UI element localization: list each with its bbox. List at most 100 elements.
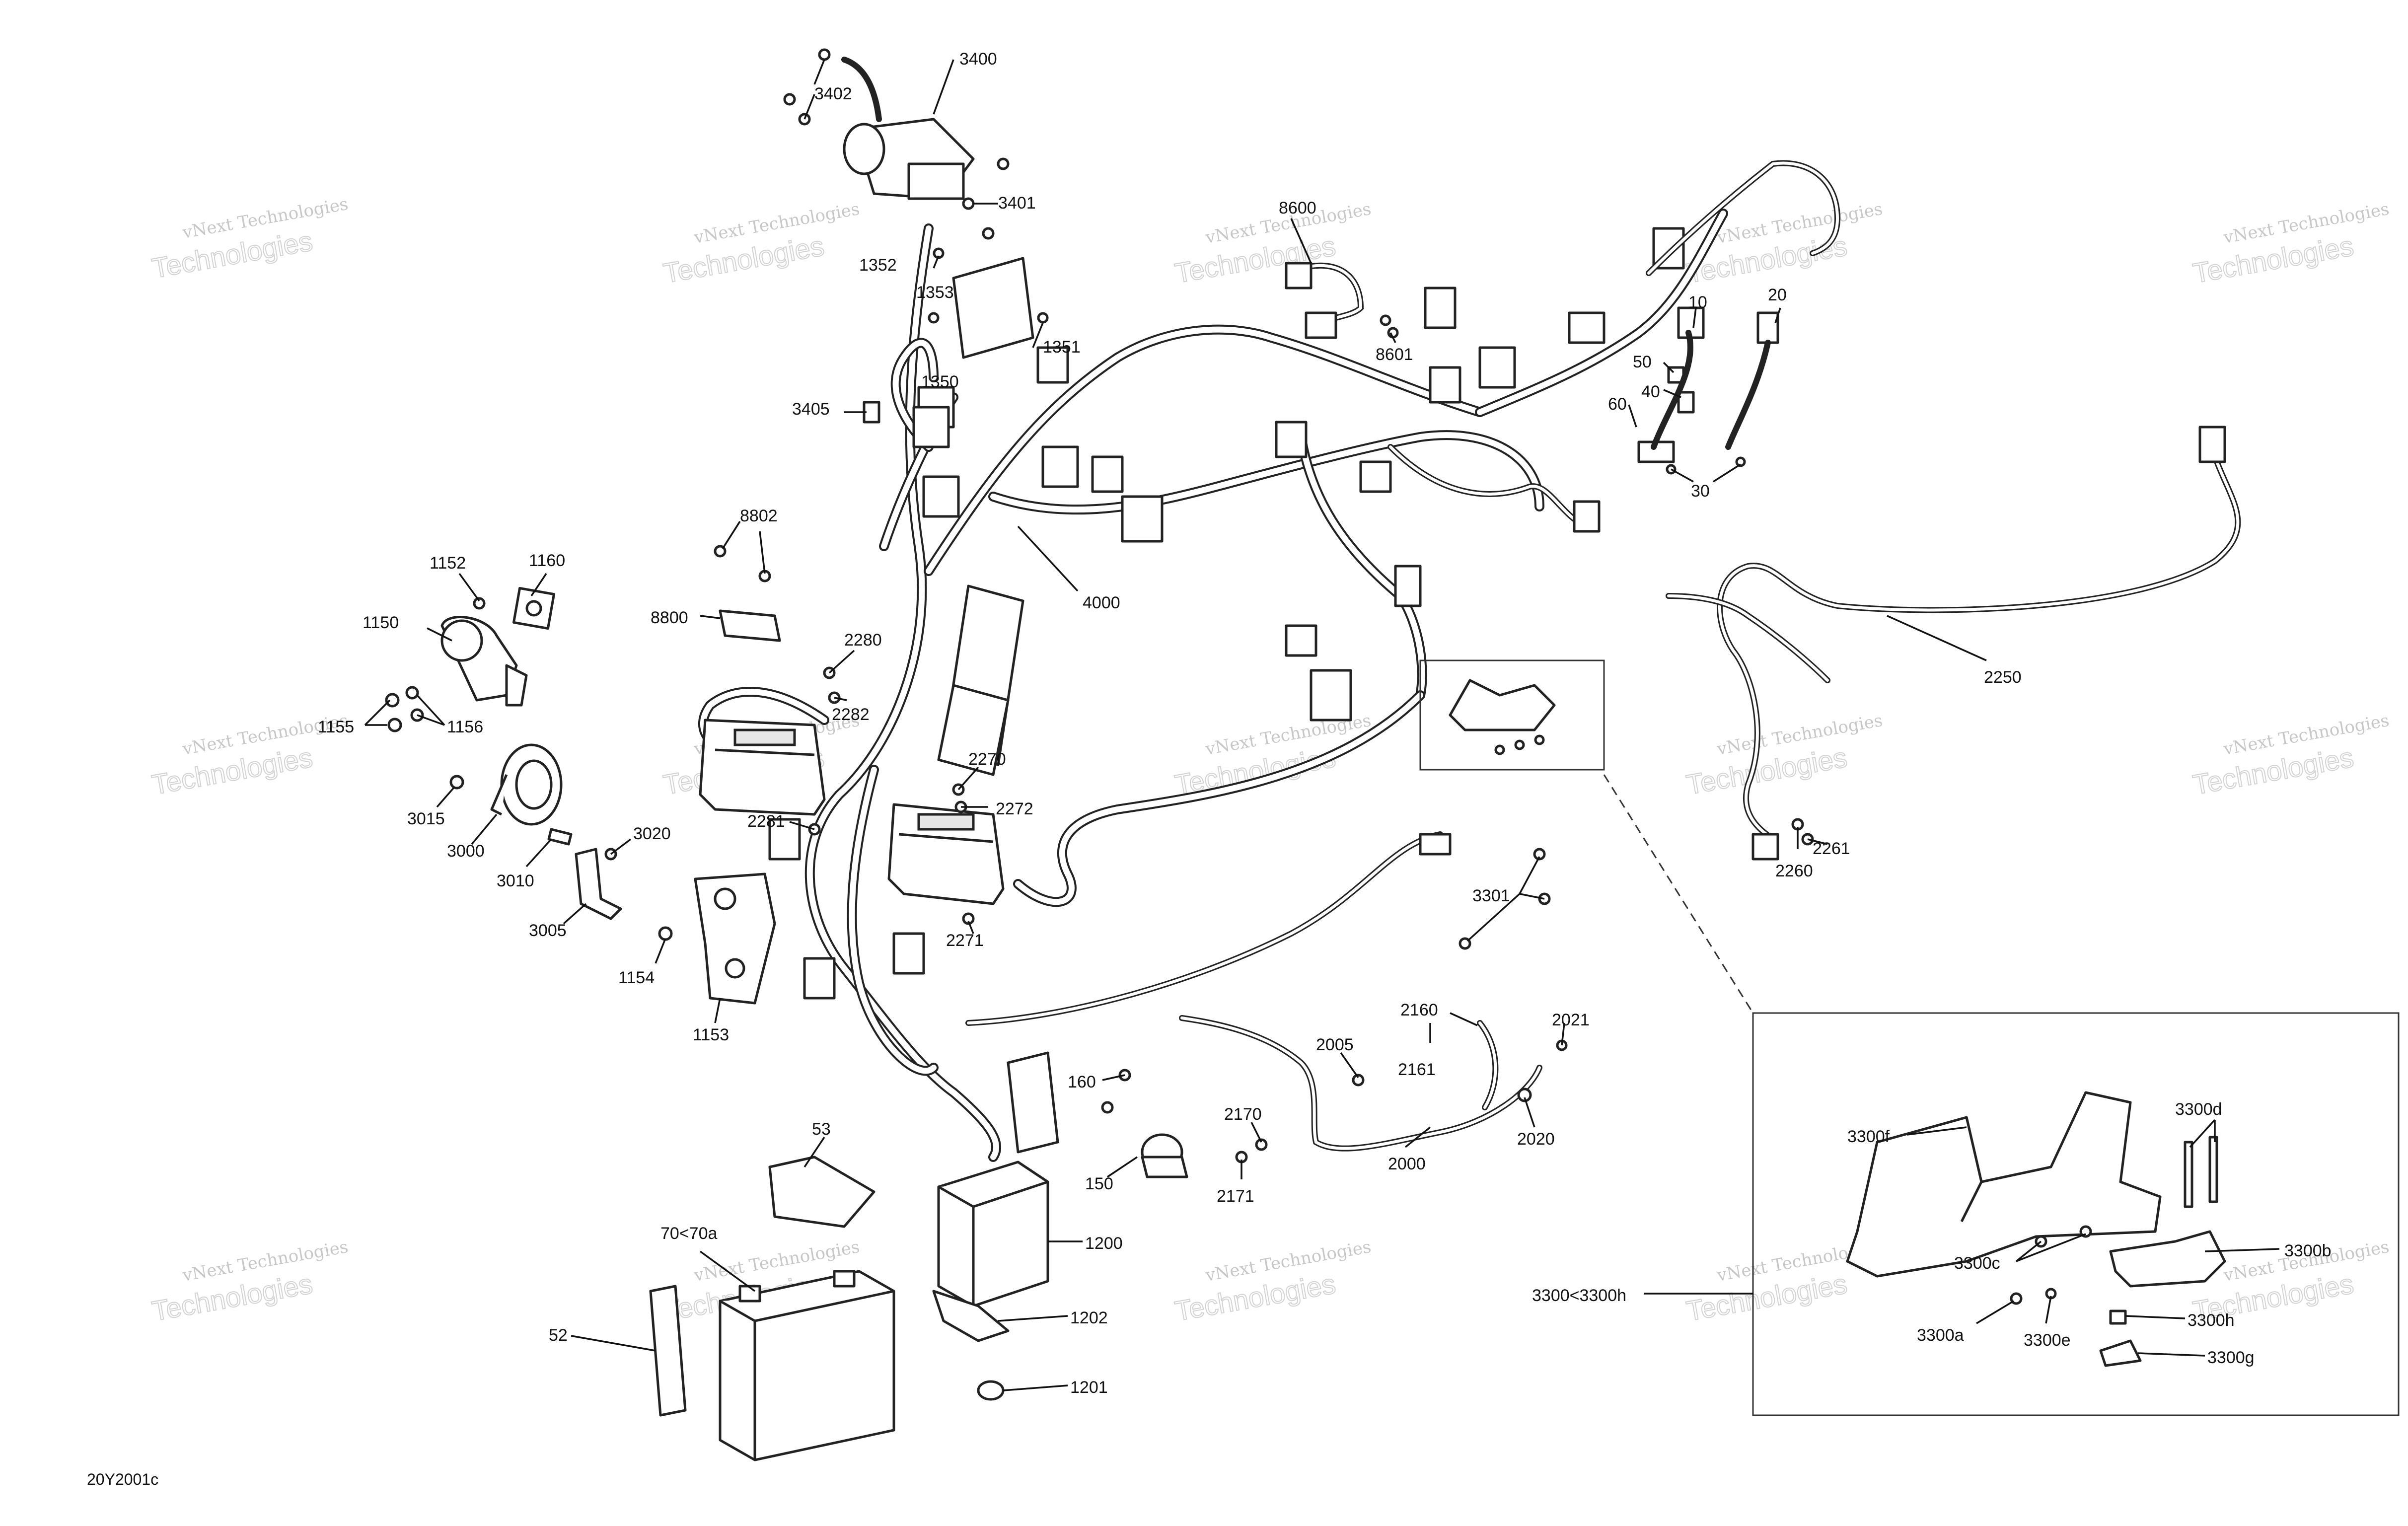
callout-2271: 2271 — [946, 931, 984, 950]
callout-1202: 1202 — [1070, 1308, 1108, 1327]
callout-1156: 1156 — [447, 718, 483, 736]
callout-3005: 3005 — [529, 921, 567, 940]
callout-3301: 3301 — [1472, 886, 1510, 905]
callout-3000: 3000 — [447, 842, 485, 861]
callout-8600: 8600 — [1279, 199, 1316, 218]
leader-lines — [364, 59, 2280, 1391]
nut-1154 — [658, 926, 673, 941]
callout-2000: 2000 — [1388, 1155, 1426, 1173]
bracket-3005 — [575, 848, 622, 920]
wire-loop-top-right — [1646, 160, 1841, 276]
harness-connector — [1041, 445, 1079, 488]
callout-20: 20 — [1768, 286, 1787, 304]
horn-3000 — [490, 743, 563, 826]
bracket-1202 — [932, 1290, 1010, 1342]
callout-4000: 4000 — [1083, 593, 1120, 612]
harness-connector — [1568, 311, 1605, 344]
harness-connector — [1478, 346, 1516, 389]
callout-2160: 2160 — [1400, 1001, 1438, 1019]
callout-2282: 2282 — [832, 705, 870, 724]
main-wiring-harness — [698, 209, 1728, 1162]
callout-3401: 3401 — [998, 194, 1036, 213]
battery-cable-2250 — [1666, 426, 2241, 861]
cable-2160 — [1477, 1020, 1499, 1110]
relay-150 — [1141, 1133, 1188, 1178]
callout-50: 50 — [1633, 353, 1652, 371]
callout-1351: 1351 — [1043, 338, 1081, 357]
callout-3300f: 3300f — [1847, 1127, 1890, 1146]
callout-1152: 1152 — [430, 554, 466, 573]
callout-70-70a: 70<70a — [660, 1224, 717, 1243]
callout-53: 53 — [812, 1120, 831, 1139]
fasteners-2170-2171 — [1235, 1138, 1268, 1163]
fastener-160 — [1101, 1069, 1131, 1114]
callout-52: 52 — [549, 1326, 568, 1345]
callout-160: 160 — [1068, 1073, 1096, 1091]
callout-3015: 3015 — [407, 809, 445, 828]
gasket-1160 — [512, 586, 556, 630]
callout-1154: 1154 — [618, 968, 655, 987]
harness-connector — [1424, 287, 1457, 329]
relay-box-160 — [1007, 1051, 1059, 1154]
callout-30: 30 — [1691, 482, 1710, 501]
harness-connector — [1091, 455, 1124, 493]
callout-40: 40 — [1641, 382, 1660, 401]
fasteners-2005 — [1352, 1074, 1365, 1087]
callout-2021: 2021 — [1552, 1011, 1590, 1029]
callout-1200: 1200 — [1085, 1234, 1123, 1253]
callout-3300d: 3300d — [2175, 1100, 2222, 1119]
callout-8601: 8601 — [1376, 345, 1413, 364]
callout-10: 10 — [1688, 293, 1707, 312]
callout-8800: 8800 — [651, 608, 688, 627]
harness-connector — [1036, 346, 1069, 384]
harness-connector — [1573, 500, 1601, 533]
bolt-3010 — [547, 828, 573, 846]
screws-3401 — [962, 157, 1010, 240]
callout-3400: 3400 — [959, 50, 997, 69]
callout-2270: 2270 — [968, 750, 1006, 769]
servo-motor-3400 — [841, 57, 975, 200]
callout-3300c: 3300c — [1954, 1254, 2000, 1273]
battery-cable-2000 — [1179, 1015, 1542, 1152]
callout-3020: 3020 — [633, 824, 671, 843]
callout-3300h: 3300h — [2188, 1311, 2235, 1330]
callout-2260: 2260 — [1775, 862, 1813, 880]
battery-bracket-53 — [768, 1156, 876, 1228]
sensors-10-20-40-50-60 — [1637, 306, 1779, 475]
grommet-1201 — [977, 1380, 1005, 1401]
harness-connector — [922, 475, 960, 518]
callout-3300-3300h: 3300<3300h — [1532, 1286, 1626, 1305]
fasteners-2020-2021 — [1517, 1039, 1568, 1102]
callout-3300a: 3300a — [1917, 1326, 1964, 1345]
callout-1160: 1160 — [529, 551, 565, 570]
fuse-box-left — [699, 719, 826, 816]
harness-connector — [803, 957, 836, 1000]
callout-1353: 1353 — [916, 283, 954, 302]
detail-inset-small — [1419, 659, 1605, 771]
harness-connector — [1419, 833, 1452, 856]
washers-1155-1156 — [385, 686, 424, 732]
callout-1352: 1352 — [859, 256, 897, 275]
detail-inset-large — [1752, 1012, 2400, 1416]
harness-connector — [1310, 669, 1352, 722]
callout-1350: 1350 — [921, 372, 959, 391]
sensor-8800 — [719, 609, 781, 642]
harness-connector — [1429, 366, 1461, 404]
callout-1155: 1155 — [318, 718, 354, 736]
callout-2171: 2171 — [1217, 1187, 1254, 1206]
callout-2005: 2005 — [1316, 1035, 1354, 1054]
fuse-box-center — [887, 803, 1005, 905]
bolts-8601 — [1380, 314, 1399, 339]
sensor-assembly-1150 — [440, 616, 528, 707]
harness-connector — [892, 932, 925, 975]
bracket-1153 — [694, 872, 776, 1005]
nut-3015 — [449, 775, 464, 790]
battery-70 — [719, 1270, 895, 1461]
callout-3300g: 3300g — [2207, 1348, 2255, 1367]
